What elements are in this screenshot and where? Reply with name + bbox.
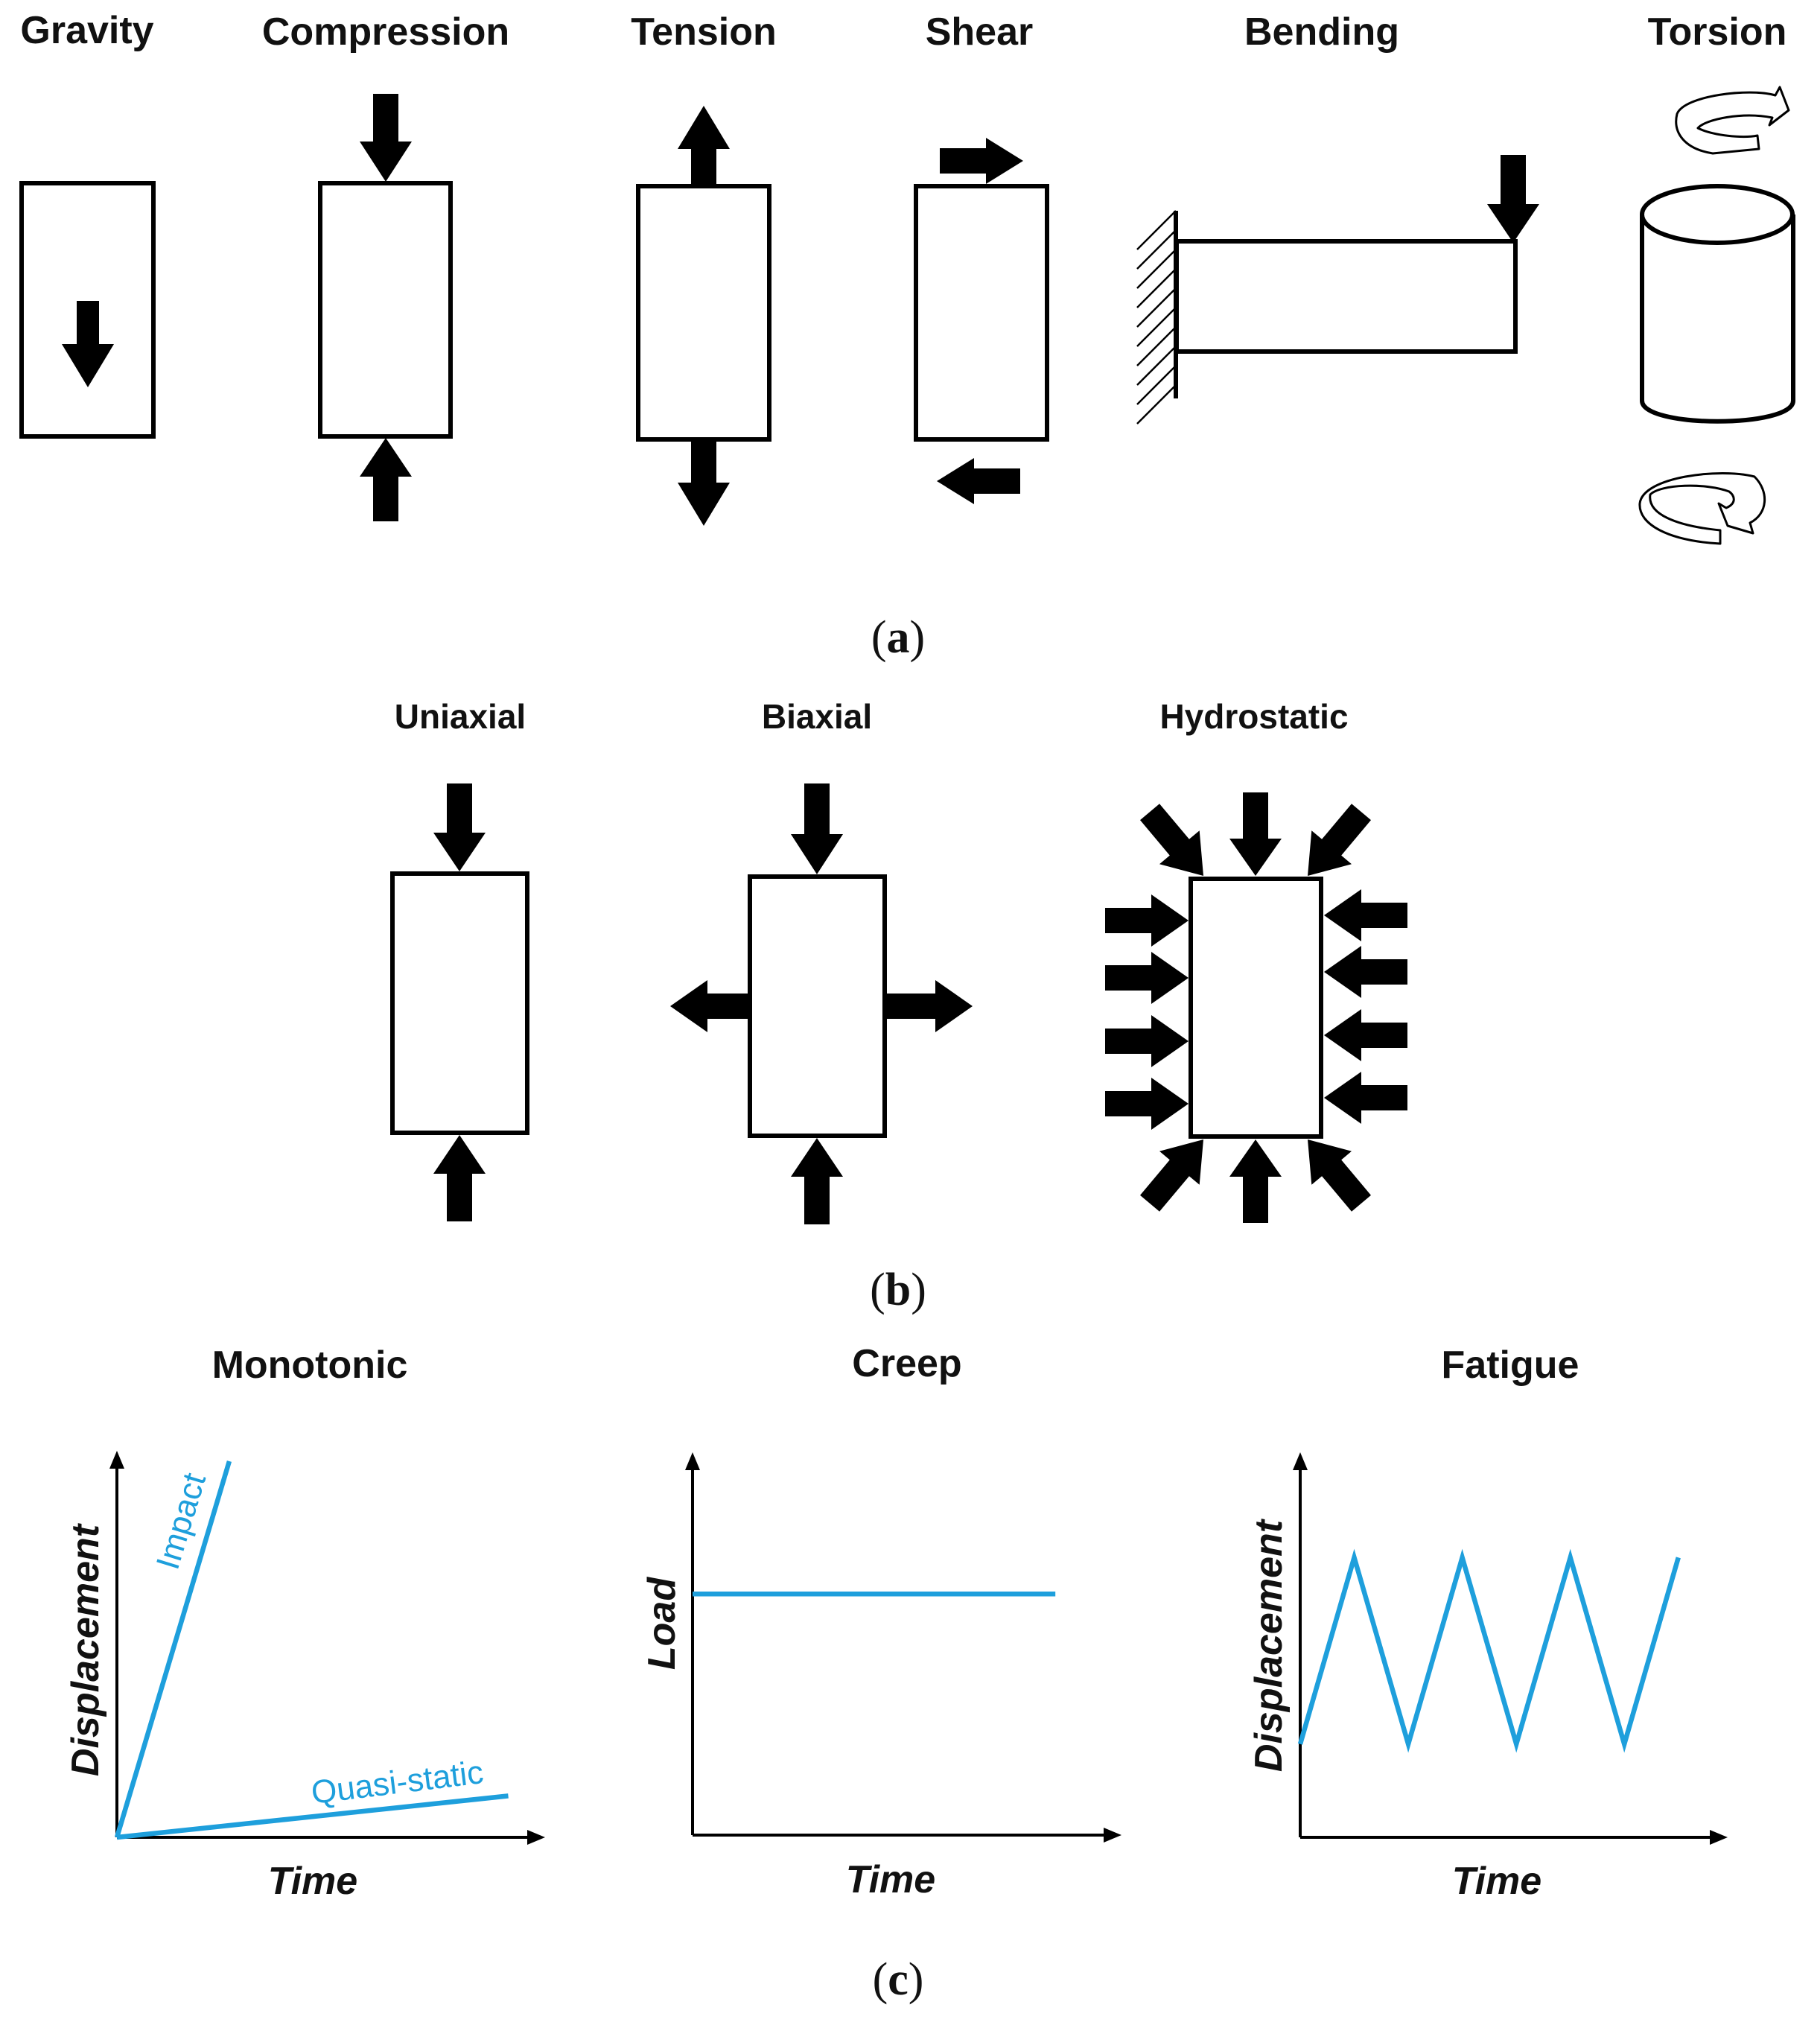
- panel-a: Gravity Compression Tension Shear Bendin…: [19, 9, 1795, 663]
- torsion-cylinder-body: [1640, 214, 1795, 424]
- label-shear: Shear: [926, 10, 1034, 54]
- fatigue-series-line-1: [1297, 1548, 1681, 1753]
- hydrostatic-arrows: [1105, 792, 1407, 1223]
- hydro-right-arrow-2: [1324, 946, 1407, 998]
- monotonic-series: [114, 1460, 509, 1840]
- creep-x-axis-head: [1104, 1828, 1121, 1843]
- shear-diagram: [914, 138, 1049, 504]
- compression-top-arrow: [360, 94, 412, 182]
- series-label-impact: Impact: [150, 1469, 213, 1574]
- hydro-right-arrow-4: [1324, 1072, 1407, 1124]
- hydro-right-arrow-1: [1324, 889, 1407, 941]
- label-uniaxial: Uniaxial: [395, 697, 526, 736]
- compression-block: [318, 181, 453, 439]
- tension-block: [636, 184, 771, 442]
- label-tension: Tension: [631, 10, 776, 54]
- torsion-diagram: [1638, 86, 1795, 545]
- torsion-cylinder-top: [1640, 184, 1795, 245]
- label-biaxial: Biaxial: [762, 697, 872, 736]
- tension-bottom-arrow: [678, 439, 730, 526]
- hydro-right-arrow-3: [1324, 1009, 1407, 1061]
- fatigue-x-axis-head: [1710, 1830, 1728, 1845]
- creep-y-axis-head: [685, 1452, 700, 1470]
- panel-b: Uniaxial Biaxial Hydrostatic (b): [390, 697, 1407, 1315]
- label-torsion: Torsion: [1648, 10, 1787, 54]
- chart-title-creep: Creep: [852, 1342, 961, 1385]
- biaxial-diagram: [670, 783, 973, 1224]
- biaxial-bottom-arrow: [791, 1138, 843, 1224]
- hydro-bottom-left-arrow: [1140, 1139, 1203, 1212]
- hydro-top-center-arrow: [1229, 792, 1282, 876]
- shear-block: [914, 184, 1049, 442]
- hydro-left-arrow-2: [1105, 952, 1189, 1004]
- torsion-bottom-arrow: [1638, 472, 1766, 545]
- biaxial-right-arrow: [886, 980, 973, 1032]
- monotonic-x-axis-head: [527, 1830, 545, 1845]
- fatigue-y-axis-head: [1293, 1452, 1308, 1470]
- label-gravity: Gravity: [20, 9, 153, 52]
- hydro-left-arrow-1: [1105, 894, 1189, 947]
- hydrostatic-block: [1189, 877, 1323, 1139]
- monotonic-y-label: Displacement: [64, 1522, 107, 1776]
- bending-diagram: [1136, 155, 1539, 425]
- hydro-bottom-right-arrow: [1308, 1139, 1371, 1212]
- uniaxial-top-arrow: [433, 783, 486, 871]
- hydro-left-arrow-4: [1105, 1078, 1189, 1130]
- tension-top-arrow: [678, 106, 730, 186]
- torsion-top-arrow: [1675, 86, 1790, 155]
- uniaxial-diagram: [390, 783, 529, 1221]
- label-compression: Compression: [262, 10, 509, 54]
- panel-b-caption: (b): [870, 1265, 926, 1315]
- compression-bottom-arrow: [360, 438, 412, 521]
- gravity-arrow: [62, 301, 114, 387]
- bending-load-arrow: [1487, 155, 1539, 243]
- label-bending: Bending: [1244, 10, 1399, 54]
- bending-beam: [1174, 239, 1518, 354]
- monotonic-series-line-quasi-static: [116, 1793, 509, 1840]
- monotonic-chart: Time Displacement Impact Quasi-static: [64, 1451, 545, 1903]
- hydro-top-right-arrow: [1308, 804, 1371, 876]
- creep-y-label: Load: [640, 1577, 684, 1670]
- shear-top-arrow: [940, 138, 1023, 184]
- creep-x-label: Time: [846, 1858, 935, 1901]
- monotonic-x-label: Time: [268, 1860, 357, 1903]
- hydrostatic-diagram: [1105, 792, 1407, 1223]
- monotonic-series-line-impact: [114, 1460, 232, 1838]
- bending-wall-hatching: [1136, 210, 1177, 425]
- label-hydrostatic: Hydrostatic: [1159, 697, 1348, 736]
- panel-a-caption: (a): [871, 612, 925, 663]
- hydro-top-left-arrow: [1140, 804, 1203, 876]
- chart-title-monotonic: Monotonic: [212, 1344, 408, 1387]
- panel-c-caption: (c): [873, 1954, 924, 2005]
- uniaxial-block: [390, 871, 529, 1135]
- gravity-diagram: [19, 181, 156, 439]
- hydro-left-arrow-3: [1105, 1015, 1189, 1067]
- biaxial-block: [748, 874, 887, 1138]
- gravity-block: [19, 181, 156, 439]
- fatigue-x-label: Time: [1452, 1860, 1541, 1903]
- monotonic-y-axis-head: [109, 1451, 124, 1469]
- hydro-bottom-center-arrow: [1229, 1139, 1282, 1223]
- fatigue-chart: Time Displacement: [1247, 1452, 1728, 1903]
- biaxial-left-arrow: [670, 980, 750, 1032]
- fatigue-y-label: Displacement: [1247, 1518, 1291, 1772]
- panel-c: Monotonic Creep Fatigue Time Displacemen…: [64, 1342, 1728, 2005]
- compression-diagram: [318, 94, 453, 521]
- biaxial-top-arrow: [791, 783, 843, 874]
- shear-bottom-arrow: [937, 458, 1020, 504]
- chart-title-fatigue: Fatigue: [1442, 1344, 1579, 1387]
- uniaxial-bottom-arrow: [433, 1135, 486, 1221]
- tension-diagram: [636, 106, 771, 526]
- creep-chart: Time Load: [640, 1452, 1121, 1901]
- fatigue-series: [1297, 1548, 1681, 1753]
